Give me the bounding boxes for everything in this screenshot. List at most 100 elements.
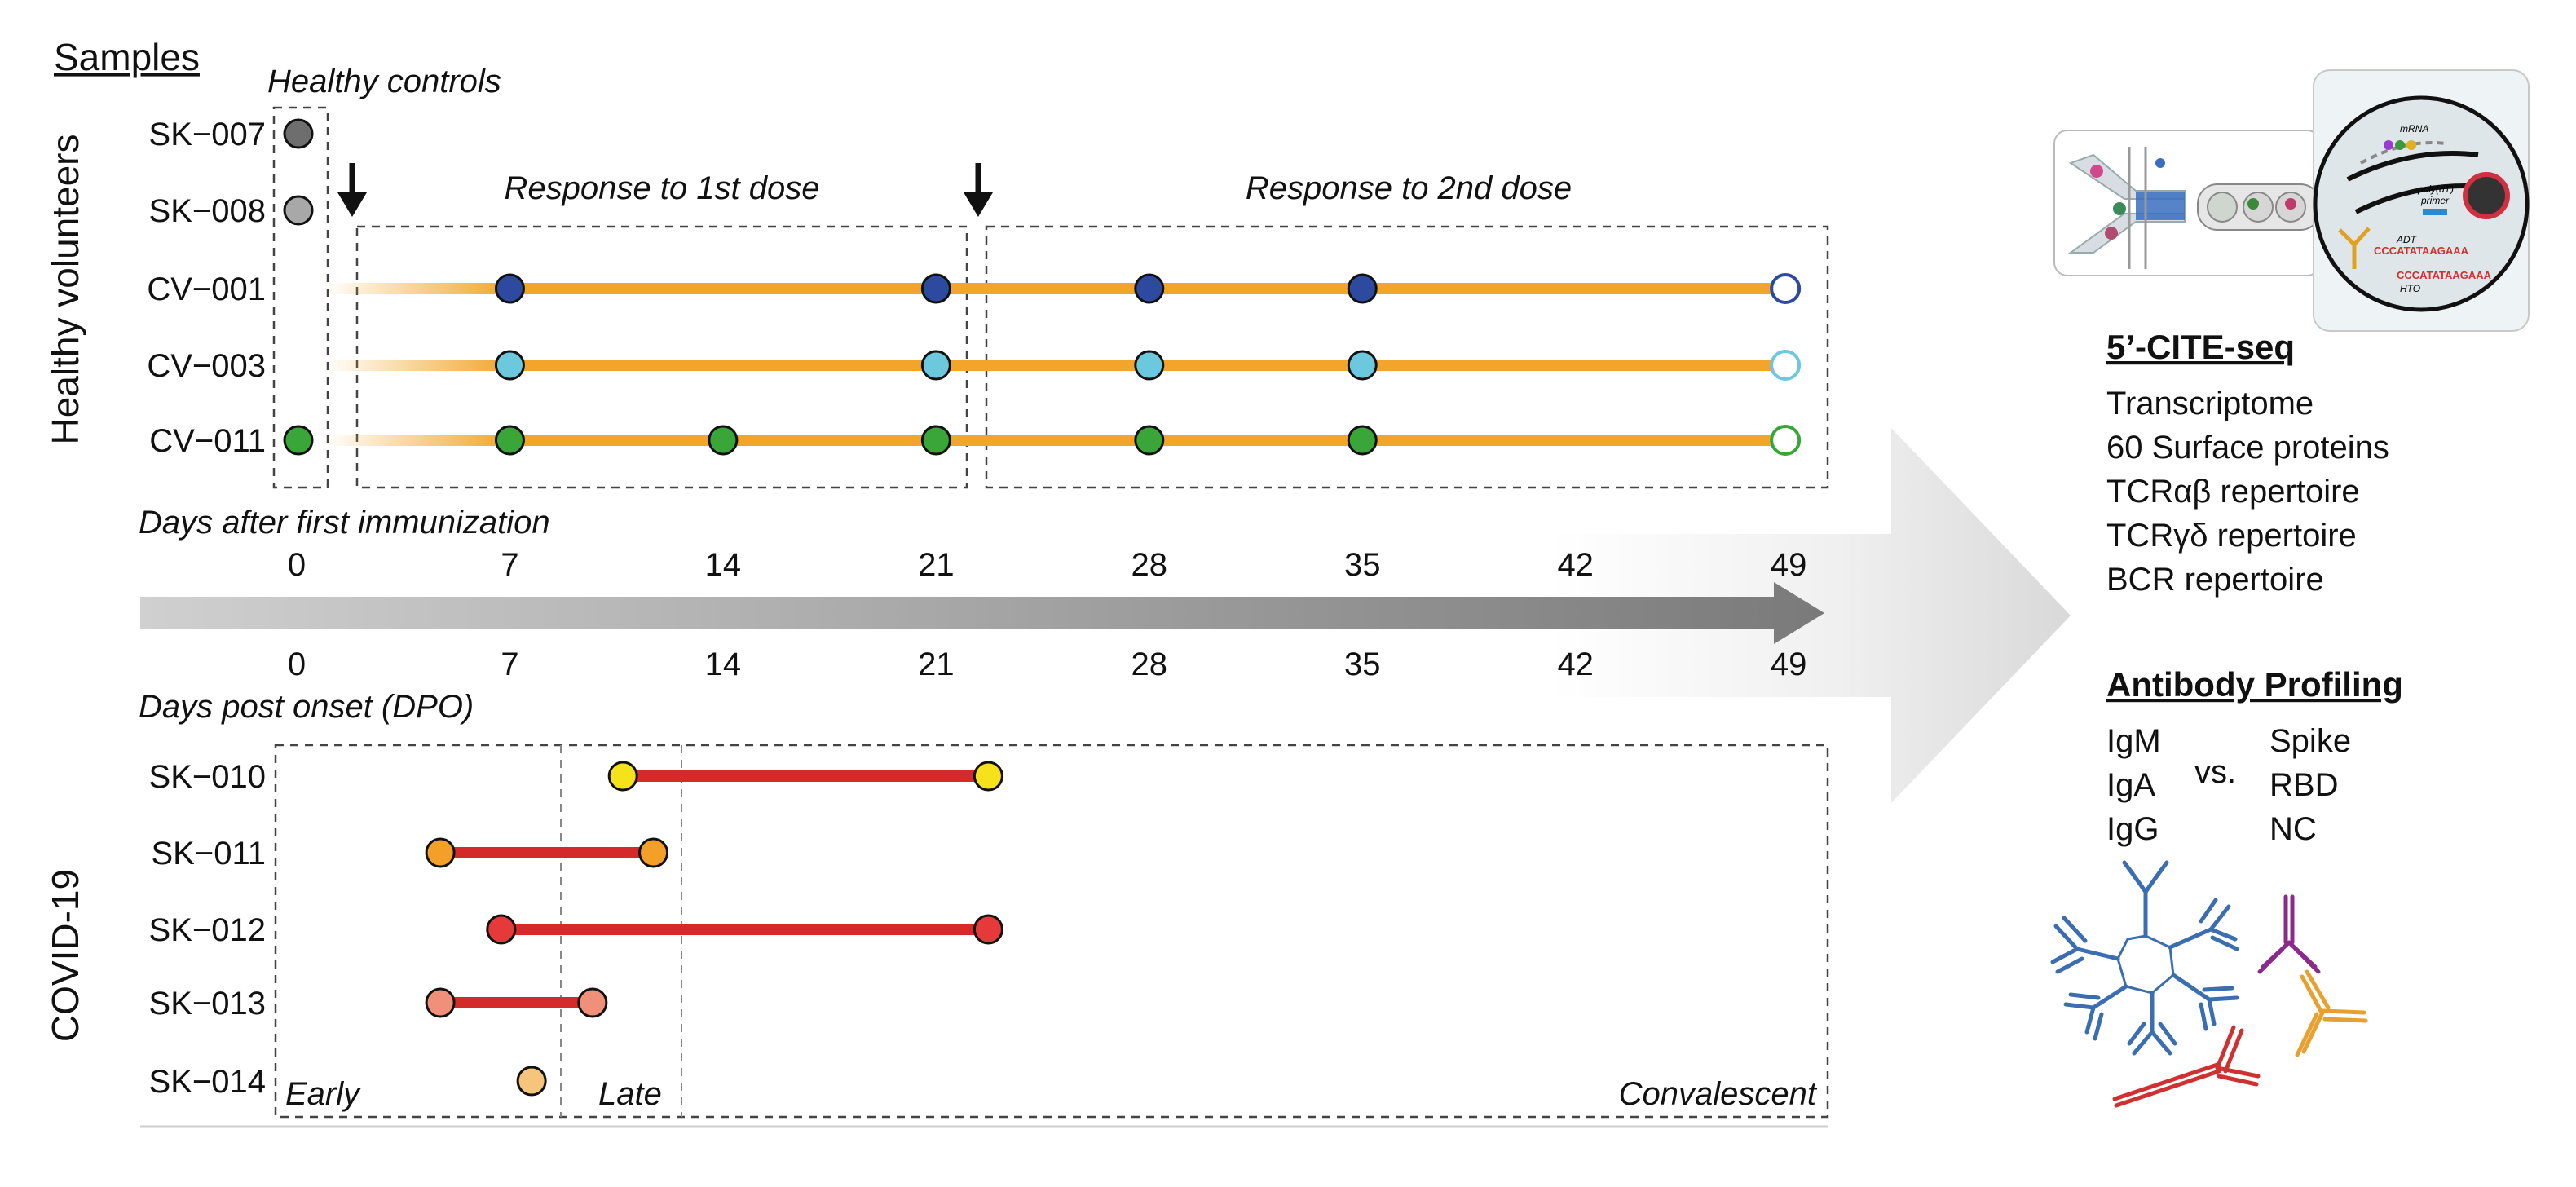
igg-orange-icon [2295,969,2368,1057]
second-dose-arrow-icon [964,163,993,217]
vaccinee-sample-dot [920,425,951,456]
healthy-volunteers-label: Healthy volunteers [44,135,86,445]
top-axis-tick: 21 [918,547,955,583]
days-after-first-label: Days after first immunization [139,505,550,541]
cite-seq-item: TCRαβ repertoire [2106,474,2360,510]
healthy-controls-label: Healthy controls [267,64,501,99]
cite-seq-item: TCRγδ repertoire [2106,518,2357,554]
vaccinee-sample-dot [1347,350,1378,381]
late-label: Late [598,1076,662,1112]
control-sample-dot [283,195,314,226]
vaccinee-sample-dot [920,273,951,304]
vaccinee-sample-dot [1347,273,1378,304]
covid-sample-label: SK−014 [149,1064,266,1100]
vaccinee-sample-label: CV−003 [147,348,266,384]
response-2nd-label: Response to 2nd dose [1246,170,1572,206]
covid-start-dot [425,837,456,868]
igm-pentamer-icon [2050,860,2239,1056]
bottom-axis-tick: 49 [1771,646,1807,682]
controls-box [272,106,329,489]
covid-start-dot [425,987,456,1018]
cite-seq-item: Transcriptome [2106,386,2314,421]
covid-end-dot [638,837,669,868]
top-axis-tick: 35 [1344,547,1381,583]
control-sample-dot [283,118,314,149]
control-sample-label: SK−008 [149,193,266,229]
time-arrow [140,582,1824,644]
vaccinee-open-dot [1770,425,1802,456]
second-dose-box [985,225,1829,489]
vaccinee-sample-dot [1134,350,1165,381]
cite-seq-item: 60 Surface proteins [2106,430,2389,466]
covid-box [274,744,1829,1119]
vaccinee-sample-dot [1134,425,1165,456]
bottom-axis-tick: 14 [705,646,742,682]
cite-seq-title: 5’-CITE-seq [2106,328,2295,366]
polydt-text: poly(dT) [2417,183,2454,195]
antibody-isotype: IgG [2106,811,2159,847]
vaccinee-sample-dot [494,425,525,456]
covid19-label: COVID-19 [44,869,86,1042]
covid-start-dot [607,761,638,792]
mrna-text: mRNA [2400,123,2428,135]
bottom-axis-tick: 0 [288,646,306,682]
bottom-axis-tick: 35 [1344,646,1381,682]
first-dose-box [355,225,968,489]
top-axis-tick: 0 [288,547,306,583]
bead-icon [2313,95,2530,312]
cite-seq-item: BCR repertoire [2106,562,2324,598]
vaccinee-sample-dot [283,425,314,456]
vaccinee-sample-dot [494,273,525,304]
vaccinee-sample-dot [708,425,739,456]
bottom-axis-tick: 28 [1131,646,1168,682]
response-1st-label: Response to 1st dose [505,170,820,206]
top-axis-tick: 14 [705,547,742,583]
vaccinee-sample-dot [1347,425,1378,456]
antibody-antigen: NC [2269,811,2317,847]
covid-sample-label: SK−010 [149,759,266,795]
covid-start-dot [516,1066,547,1097]
vs-text: vs. [2194,754,2236,790]
bottom-axis-tick: 7 [501,646,518,682]
vaccinee-open-dot [1770,350,1802,381]
iga-icon [2257,894,2321,974]
covid-start-dot [486,914,517,945]
microfluidic-device-illustration: mRNA poly(dT) primer ADT CCCATATAAGAAA C… [2053,69,2530,332]
bottom-axis-tick: 21 [918,646,955,682]
vaccinee-sample-dot [1134,273,1165,304]
vaccinee-sample-label: CV−011 [149,423,266,459]
antibody-antigen: RBD [2269,767,2338,803]
samples-heading: Samples [54,36,200,78]
seq2-text: CCCATATAAGAAA [2397,269,2492,281]
antibody-isotype: IgA [2106,767,2155,803]
top-axis-tick: 42 [1557,547,1594,583]
covid-end-dot [973,914,1003,945]
vaccinee-open-dot [1770,273,1802,304]
igg-red-icon [2112,1025,2261,1108]
early-label: Early [285,1076,362,1112]
primer-text: primer [2420,195,2450,206]
covid-sample-label: SK−013 [149,986,266,1022]
bottom-axis-tick: 42 [1557,646,1594,682]
vaccinee-sample-dot [920,350,951,381]
days-post-onset-label: Days post onset (DPO) [139,689,474,725]
covid-sample-label: SK−011 [152,836,267,871]
first-dose-arrow-icon [337,163,367,217]
top-axis-tick: 49 [1771,547,1807,583]
covid-end-dot [577,987,608,1018]
hto-text: HTO [2400,283,2420,294]
antibody-profiling-title: Antibody Profiling [2106,665,2403,704]
covid-end-dot [973,761,1003,792]
antibody-isotype: IgM [2106,723,2161,759]
antibody-antigen: Spike [2269,723,2351,759]
vaccinee-fade-bar [326,283,510,294]
vaccinee-sample-label: CV−001 [147,271,266,307]
control-sample-label: SK−007 [149,117,266,152]
seq1-text: CCCATATAAGAAA [2374,245,2469,257]
droplet-icon [2207,192,2238,223]
convalescent-label: Convalescent [1619,1076,1818,1112]
vaccinee-fade-bar [326,360,510,371]
vaccinee-sample-dot [494,350,525,381]
adt-text: ADT [2396,234,2418,245]
